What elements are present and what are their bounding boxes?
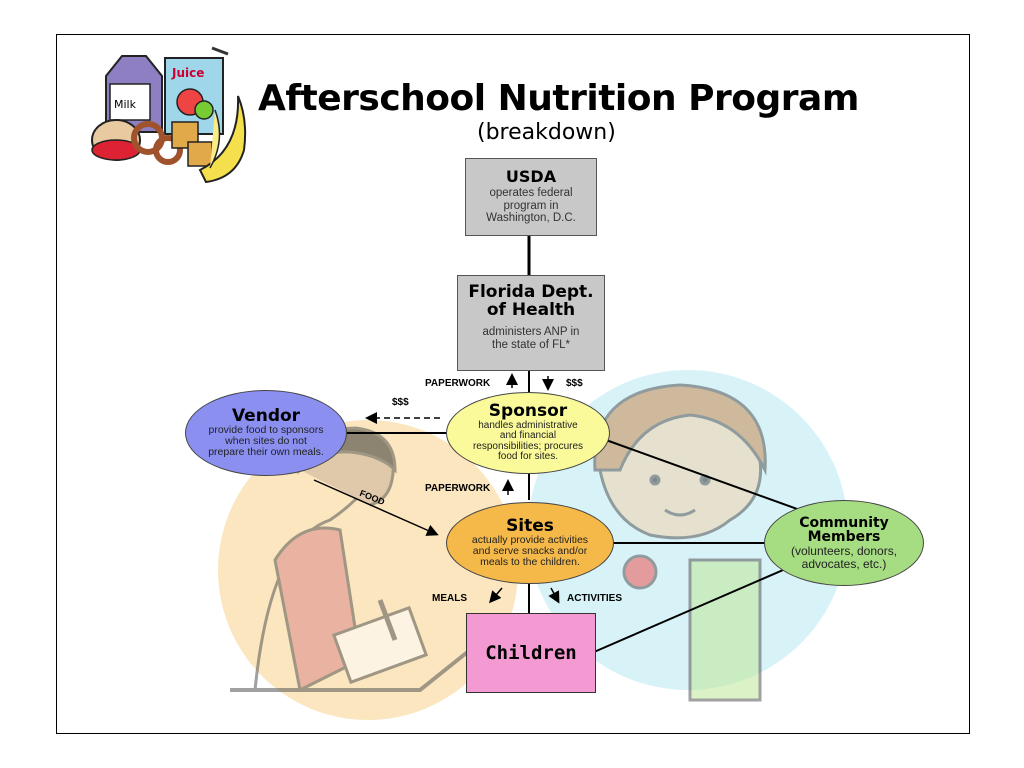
juice-box-label: Juice — [171, 66, 204, 80]
label-paperwork-mid: PAPERWORK — [425, 483, 491, 494]
sponsor-oval: Sponsor handles administrative and finan… — [446, 392, 610, 474]
usda-description: operates federal program in Washington, … — [486, 187, 576, 225]
vendor-oval: Vendor provide food to sponsors when sit… — [185, 390, 347, 476]
community-description: (volunteers, donors, advocates, etc.) — [790, 544, 898, 571]
vendor-title: Vendor — [231, 405, 301, 426]
page-title: Afterschool Nutrition Program — [258, 78, 859, 119]
usda-box: USDA operates federal program in Washing… — [465, 158, 597, 236]
milk-carton-label: Milk — [114, 98, 137, 111]
vendor-description: provide food to sponsors when sites do n… — [208, 424, 324, 459]
boy-drawing-illustration — [230, 426, 472, 693]
children-box: Children — [466, 613, 596, 693]
fdoh-description: administers ANP in the state of FL* — [482, 325, 580, 351]
label-meals: MEALS — [432, 593, 467, 604]
sponsor-description: handles administrative and financial res… — [472, 419, 584, 463]
fdoh-box: Florida Dept. of Health administers ANP … — [457, 275, 605, 371]
fdoh-title: Florida Dept. of Health — [468, 282, 594, 320]
label-activities: ACTIVITIES — [567, 593, 623, 604]
usda-title: USDA — [505, 167, 557, 186]
arrow-food — [313, 479, 439, 536]
arrow-activities — [548, 587, 560, 604]
community-title: Community Members — [799, 514, 889, 546]
label-money-top: $$$ — [566, 378, 583, 389]
connector-sponsor-community — [605, 439, 801, 511]
connector-children-community — [593, 566, 791, 653]
sites-title: Sites — [506, 515, 554, 536]
label-paperwork-top: PAPERWORK — [425, 378, 491, 389]
snack-clipart: Milk Juice — [91, 46, 247, 184]
label-money-vendor: $$$ — [392, 397, 409, 408]
sites-description: actually provide activities and serve sn… — [471, 534, 589, 569]
page-subtitle: (breakdown) — [477, 120, 616, 145]
sites-oval: Sites actually provide activities and se… — [446, 502, 614, 584]
community-oval: Community Members (volunteers, donors, a… — [764, 500, 924, 586]
girl-apple-illustration — [593, 383, 767, 702]
sponsor-title: Sponsor — [488, 401, 568, 422]
arrow-meals — [489, 587, 503, 604]
